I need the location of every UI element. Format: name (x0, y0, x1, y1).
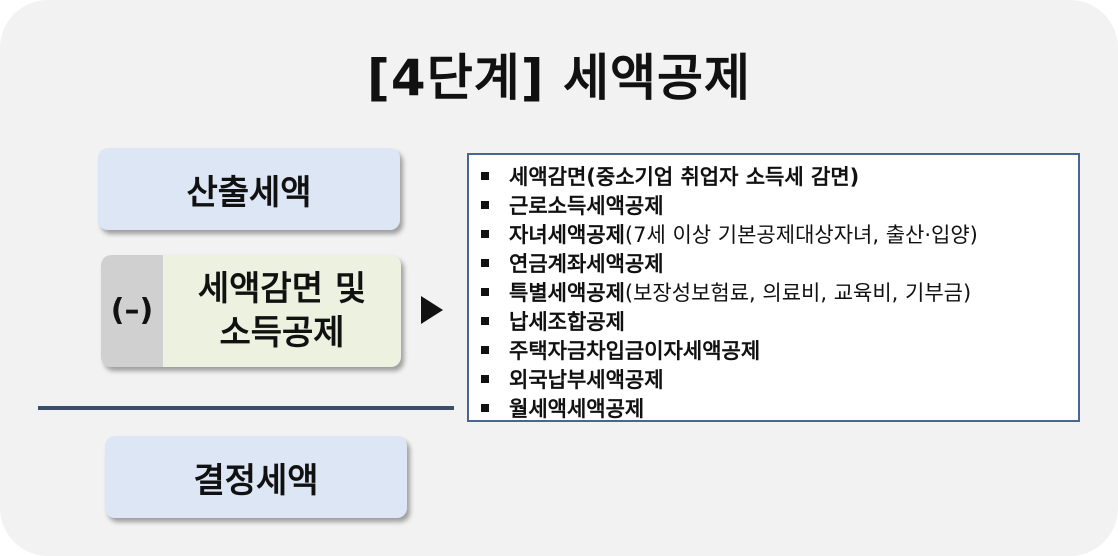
final-tax-box: 결정세액 (105, 436, 407, 518)
list-item: 세액감면(중소기업 취업자 소득세 감면) (479, 161, 1078, 190)
deduction-list: 세액감면(중소기업 취업자 소득세 감면) 근로소득세액공제 자녀세액공제(7세… (467, 153, 1080, 422)
list-item-note: (7세 이상 기본공제대상자녀, 출산·입양) (624, 222, 978, 247)
list-item: 주택자금차입금이자세액공제 (479, 335, 1078, 364)
square-bullet-icon (481, 229, 489, 238)
list-item: 외국납부세액공제 (479, 364, 1078, 393)
list-item-main: 근로소득세액공제 (509, 193, 664, 218)
total-divider-line (38, 406, 454, 410)
calculated-tax-label: 산출세액 (186, 172, 312, 213)
list-item-note: (보장성보험료, 의료비, 교육비, 기부금) (624, 280, 972, 305)
final-tax-label: 결정세액 (193, 460, 319, 501)
minus-sign: (–) (101, 255, 163, 367)
list-item-main: 주택자금차입금이자세액공제 (509, 338, 761, 363)
deduction-label: 세액감면 및 소득공제 (197, 269, 367, 353)
list-item: 납세조합공제 (479, 306, 1078, 335)
list-item-main: 특별세액공제 (509, 280, 625, 305)
square-bullet-icon (481, 403, 489, 412)
deduction-box: (–) 세액감면 및 소득공제 (101, 255, 401, 367)
square-bullet-icon (481, 345, 489, 354)
list-item: 특별세액공제(보장성보험료, 의료비, 교육비, 기부금) (479, 277, 1078, 306)
list-item: 연금계좌세액공제 (479, 248, 1078, 277)
list-item-main: 연금계좌세액공제 (509, 251, 664, 276)
square-bullet-icon (481, 287, 489, 296)
list-item: 자녀세액공제(7세 이상 기본공제대상자녀, 출산·입양) (479, 219, 1078, 248)
list-item-main: 세액감면(중소기업 취업자 소득세 감면) (509, 164, 860, 189)
square-bullet-icon (481, 316, 489, 325)
calculated-tax-box: 산출세액 (98, 148, 400, 230)
square-bullet-icon (481, 200, 489, 209)
diagram-title: [4단계] 세액공제 (367, 49, 751, 107)
list-item-main: 월세액세액공제 (509, 396, 645, 421)
square-bullet-icon (481, 171, 489, 180)
right-arrow-icon (421, 296, 443, 324)
list-item-main: 자녀세액공제 (509, 222, 625, 247)
list-item-main: 납세조합공제 (509, 309, 625, 334)
list-item-main: 외국납부세액공제 (509, 367, 664, 392)
list-item: 월세액세액공제 (479, 393, 1078, 422)
square-bullet-icon (481, 374, 489, 383)
square-bullet-icon (481, 258, 489, 267)
list-item: 근로소득세액공제 (479, 190, 1078, 219)
